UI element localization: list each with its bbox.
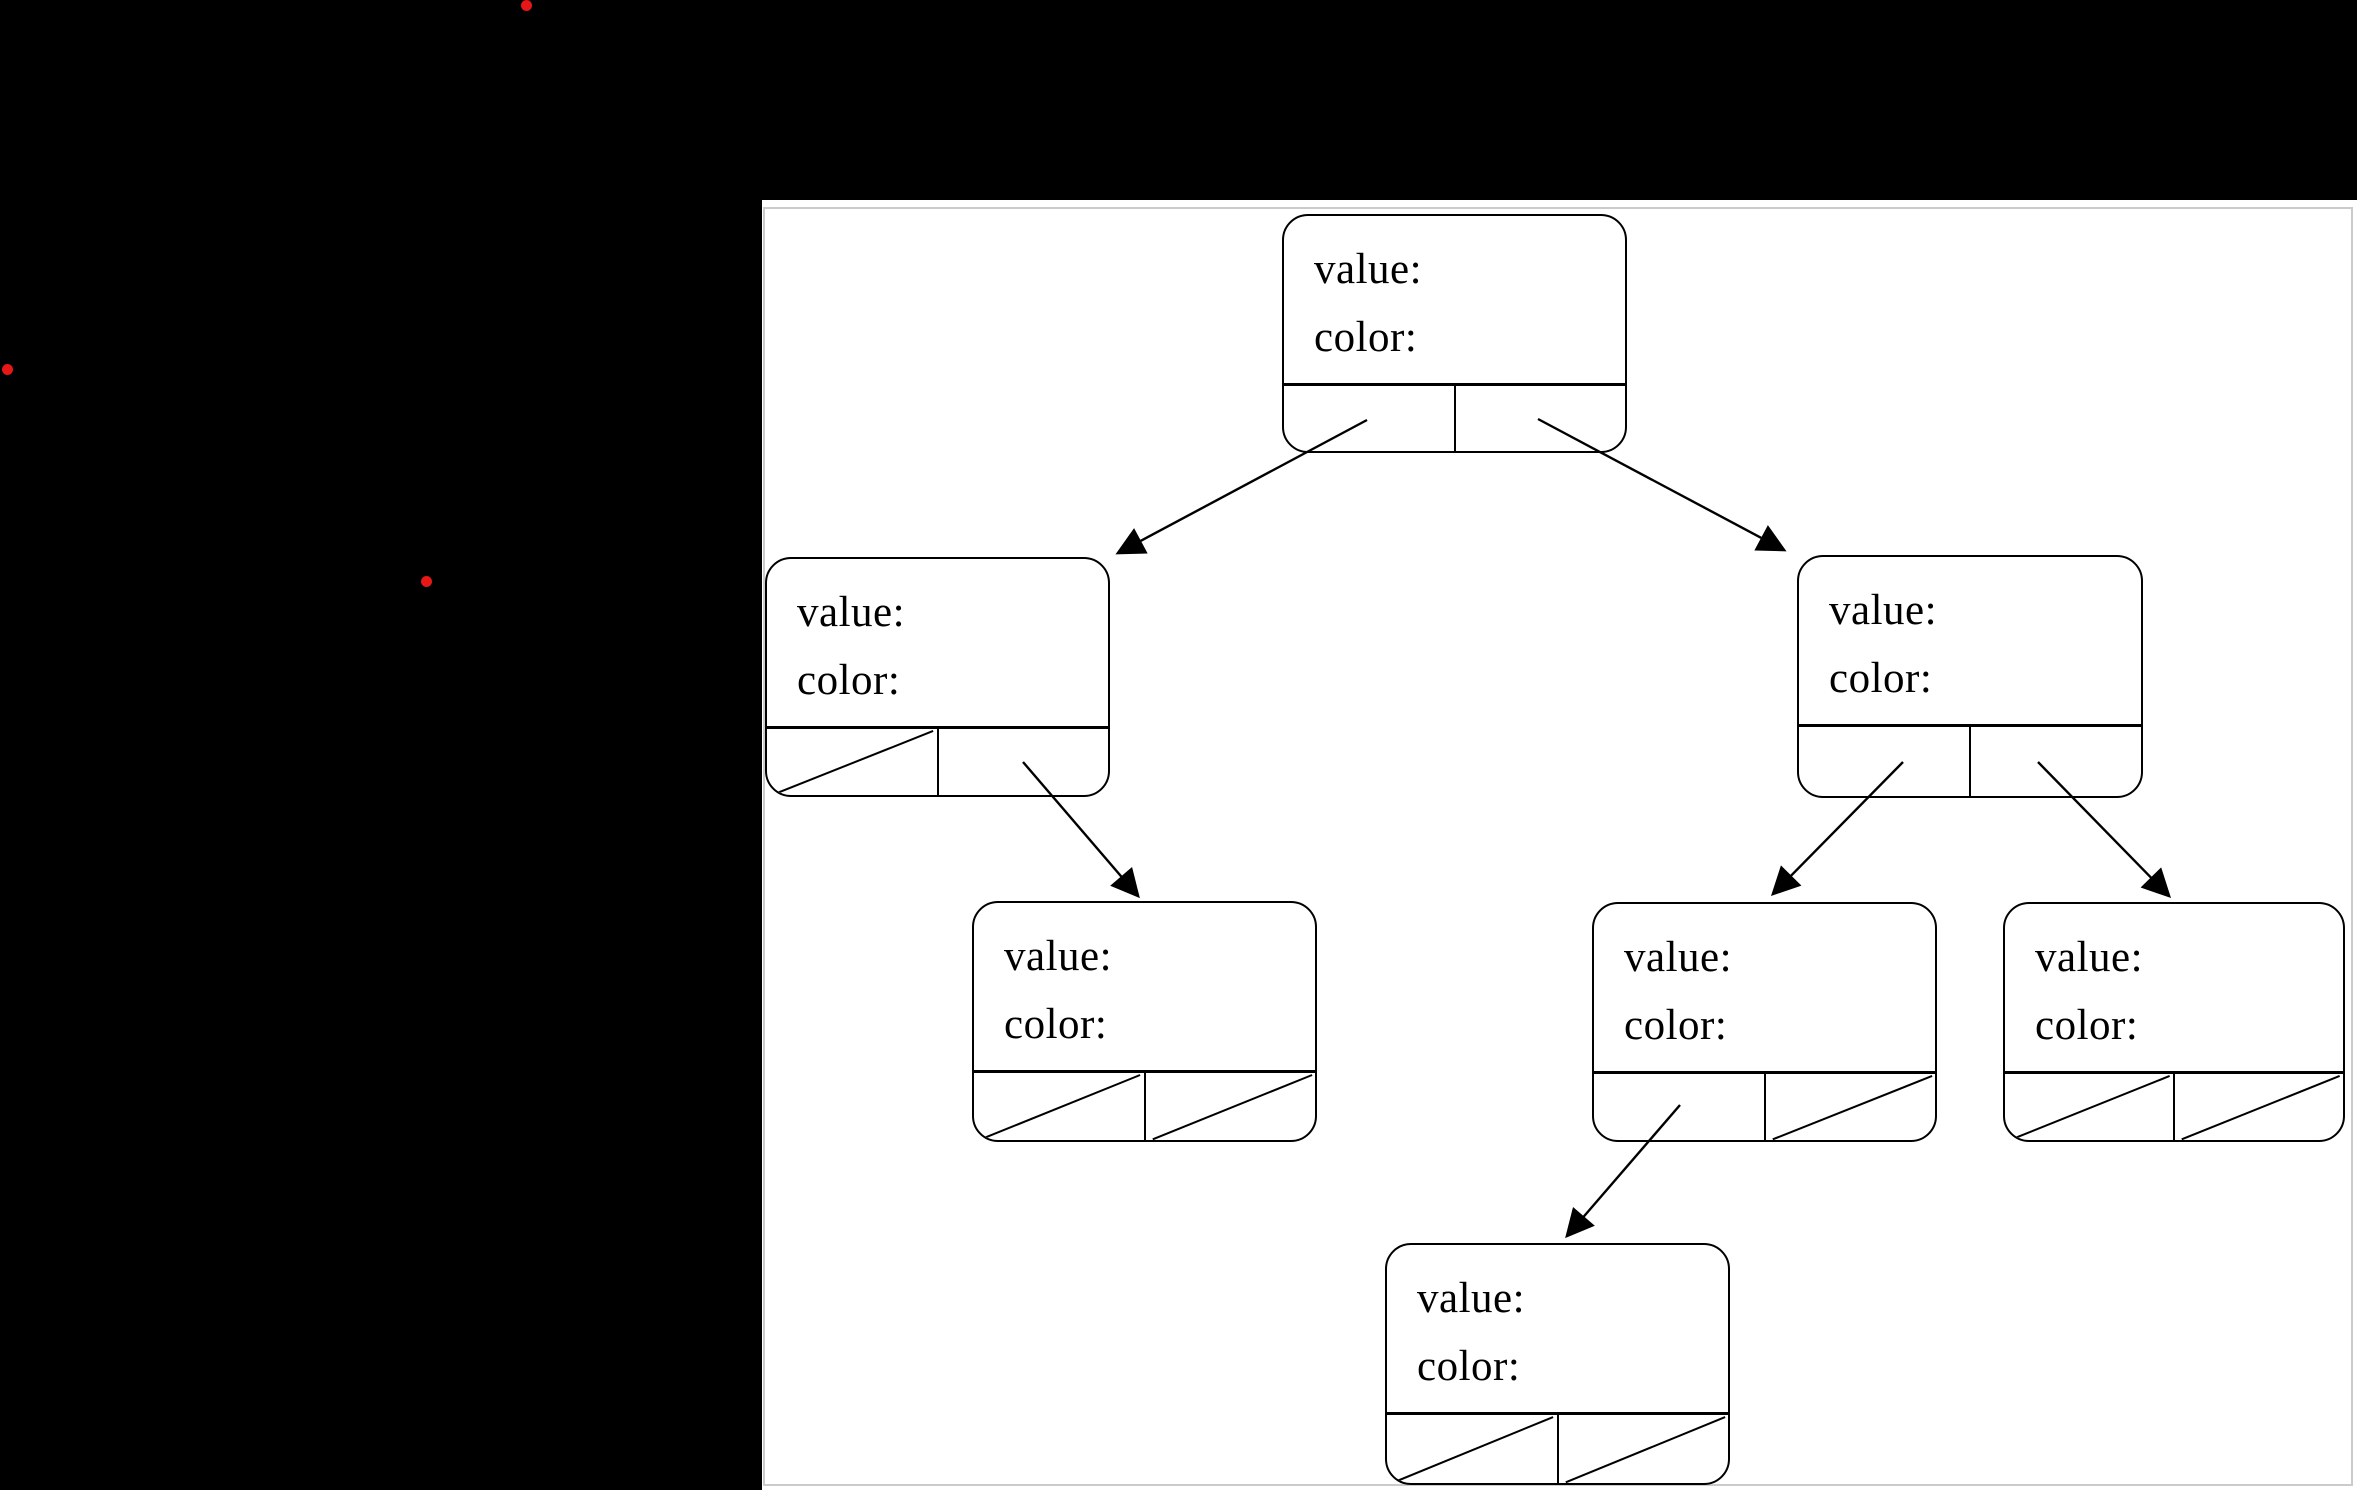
panel-inner-border	[763, 207, 2353, 1486]
pointer-row	[767, 726, 1108, 795]
pointer-row	[1594, 1071, 1935, 1140]
color-label: color:	[797, 657, 901, 704]
value-label: value:	[1417, 1275, 1526, 1322]
null-pointer-slash-icon	[2175, 1074, 2343, 1140]
color-label: color:	[1004, 1001, 1108, 1048]
node-fields: value: color:	[2005, 904, 2343, 1071]
node-fields: value: color:	[974, 903, 1315, 1070]
node-fields: value: color:	[1799, 557, 2141, 724]
left-pointer-cell	[1387, 1415, 1559, 1483]
pointer-row	[1387, 1412, 1728, 1483]
left-pointer-cell	[974, 1073, 1146, 1140]
null-pointer-slash-icon	[1766, 1074, 1936, 1140]
tree-node-left: value: color:	[765, 557, 1110, 797]
node-fields: value: color:	[1387, 1245, 1728, 1412]
right-pointer-cell	[1971, 727, 2141, 796]
pointer-row	[974, 1070, 1315, 1140]
null-pointer-slash-icon	[1146, 1073, 1316, 1140]
null-pointer-slash-icon	[1559, 1415, 1729, 1483]
color-label: color:	[2035, 1002, 2139, 1049]
tree-node-right: value: color:	[1797, 555, 2143, 798]
right-pointer-cell	[1766, 1074, 1936, 1140]
tree-node-root: value: color:	[1282, 214, 1627, 453]
pointer-row	[2005, 1071, 2343, 1140]
red-dot-marker-1	[521, 0, 532, 11]
value-label: value:	[1314, 246, 1423, 293]
null-pointer-slash-icon	[2005, 1074, 2173, 1140]
red-dot-marker-2	[2, 364, 13, 375]
tree-node-right-right: value: color:	[2003, 902, 2345, 1142]
color-label: color:	[1314, 314, 1418, 361]
value-label: value:	[797, 589, 906, 636]
left-pointer-cell	[767, 729, 939, 795]
node-fields: value: color:	[1284, 216, 1625, 383]
color-label: color:	[1829, 655, 1933, 702]
null-pointer-slash-icon	[974, 1073, 1144, 1140]
node-fields: value: color:	[1594, 904, 1935, 1071]
right-pointer-cell	[939, 729, 1109, 795]
null-pointer-slash-icon	[1387, 1415, 1557, 1483]
right-pointer-cell	[2175, 1074, 2343, 1140]
value-label: value:	[1624, 934, 1733, 981]
tree-node-right-left: value: color:	[1592, 902, 1937, 1142]
tree-node-right-left-left: value: color:	[1385, 1243, 1730, 1485]
value-label: value:	[1829, 587, 1938, 634]
right-pointer-cell	[1456, 386, 1626, 451]
color-label: color:	[1624, 1002, 1728, 1049]
left-pointer-cell	[1799, 727, 1971, 796]
pointer-row	[1284, 383, 1625, 451]
pointer-row	[1799, 724, 2141, 796]
right-pointer-cell	[1146, 1073, 1316, 1140]
color-label: color:	[1417, 1343, 1521, 1390]
left-pointer-cell	[1284, 386, 1456, 451]
tree-node-left-right: value: color:	[972, 901, 1317, 1142]
null-pointer-slash-icon	[767, 729, 937, 795]
red-dot-marker-3	[421, 576, 432, 587]
left-pointer-cell	[1594, 1074, 1766, 1140]
right-pointer-cell	[1559, 1415, 1729, 1483]
node-fields: value: color:	[767, 559, 1108, 726]
left-pointer-cell	[2005, 1074, 2175, 1140]
value-label: value:	[1004, 933, 1113, 980]
value-label: value:	[2035, 934, 2144, 981]
